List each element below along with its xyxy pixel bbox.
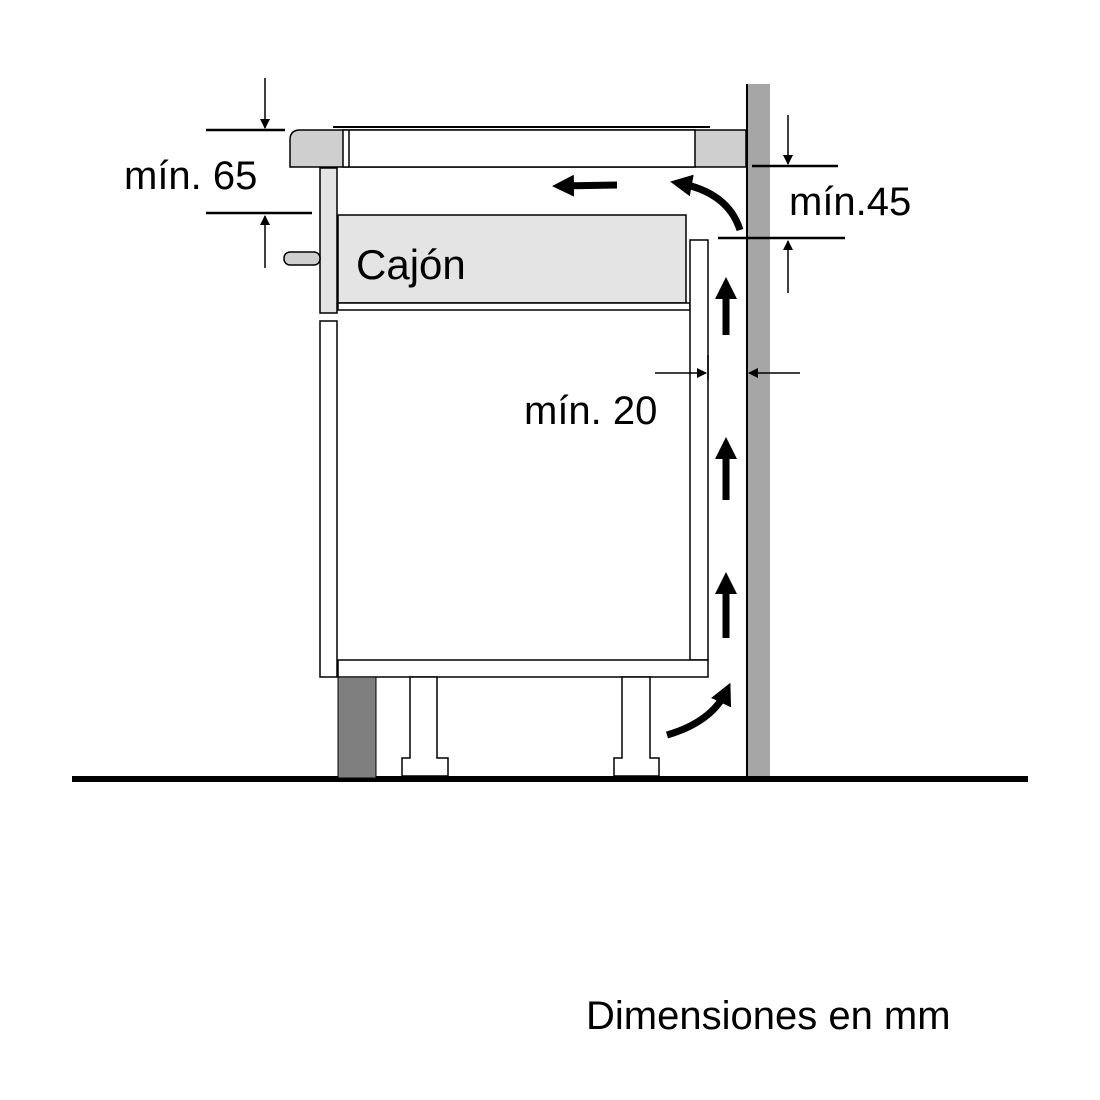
airflow-arrows	[552, 174, 744, 739]
worktop	[289, 126, 747, 168]
arrow-curved-icon	[670, 174, 744, 232]
dimension-label-20: mín. 20	[524, 389, 657, 433]
dimension-label-65: mín. 65	[124, 154, 257, 198]
floor-line	[72, 776, 1028, 782]
dimension-min-45	[718, 115, 845, 293]
dimension-min-65	[206, 78, 312, 268]
cabinet-legs	[401, 676, 660, 777]
wall	[746, 84, 770, 778]
drawer-label: Cajón	[356, 241, 466, 288]
arrow-curved-icon	[666, 682, 732, 739]
dimension-label-45: mín.45	[789, 180, 911, 224]
drawer	[337, 214, 687, 304]
cabinet	[337, 239, 709, 678]
units-note: Dimensiones en mm	[586, 994, 951, 1038]
plinth	[337, 676, 377, 779]
drawer-rail	[337, 302, 691, 311]
drawer-front-panel	[319, 167, 338, 314]
door-front-panel	[319, 320, 338, 678]
drawer-handle	[283, 251, 321, 266]
dimension-min-20	[655, 355, 800, 380]
arrow-left-icon	[552, 174, 618, 197]
